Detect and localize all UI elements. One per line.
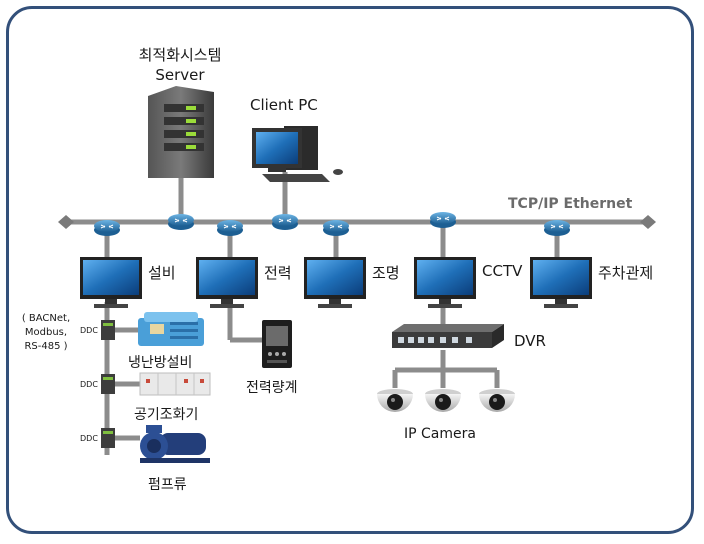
equipment-label-pump: 펌프류: [148, 477, 187, 493]
hvac-equipment-icon: [138, 312, 204, 346]
client-pc-label: Client PC: [250, 96, 318, 114]
node-label-lighting: 조명: [372, 264, 400, 282]
server-title: 최적화시스템: [138, 46, 222, 64]
node-label-facility: 설비: [148, 264, 176, 282]
server-icon: [148, 86, 214, 178]
monitor-icons: [80, 257, 592, 308]
node-label-parking: 주차관제: [598, 264, 654, 282]
ip-camera-icons: [377, 389, 515, 412]
ddc-controller-icons: [101, 320, 115, 448]
router-icons: [94, 212, 570, 236]
equipment-label-camera: IP Camera: [404, 426, 476, 442]
diagram-frame: [6, 6, 694, 534]
ddc-label: DDC: [80, 434, 98, 443]
pump-icon: [140, 425, 210, 463]
node-label-cctv: CCTV: [482, 262, 523, 280]
air-handler-icon: [139, 372, 211, 396]
protocol-line-3: RS-485 ): [24, 341, 68, 352]
server-subtitle: Server: [155, 66, 205, 84]
equipment-label-hvac: 냉난방설비: [128, 355, 193, 371]
equipment-label-air: 공기조화기: [134, 407, 199, 423]
protocol-line-2: Modbus,: [24, 327, 68, 338]
protocol-line-1: ( BACNet,: [21, 313, 71, 324]
ethernet-label: TCP/IP Ethernet: [508, 196, 633, 212]
ddc-label: DDC: [80, 380, 98, 389]
equipment-label-dvr: DVR: [514, 332, 546, 350]
client-pc-icon: [252, 126, 343, 182]
node-label-power: 전력: [264, 264, 292, 282]
power-meter-icon: [262, 320, 292, 368]
equipment-label-meter: 전력량계: [246, 380, 298, 396]
ddc-label: DDC: [80, 326, 98, 335]
dvr-icon: [392, 324, 504, 348]
